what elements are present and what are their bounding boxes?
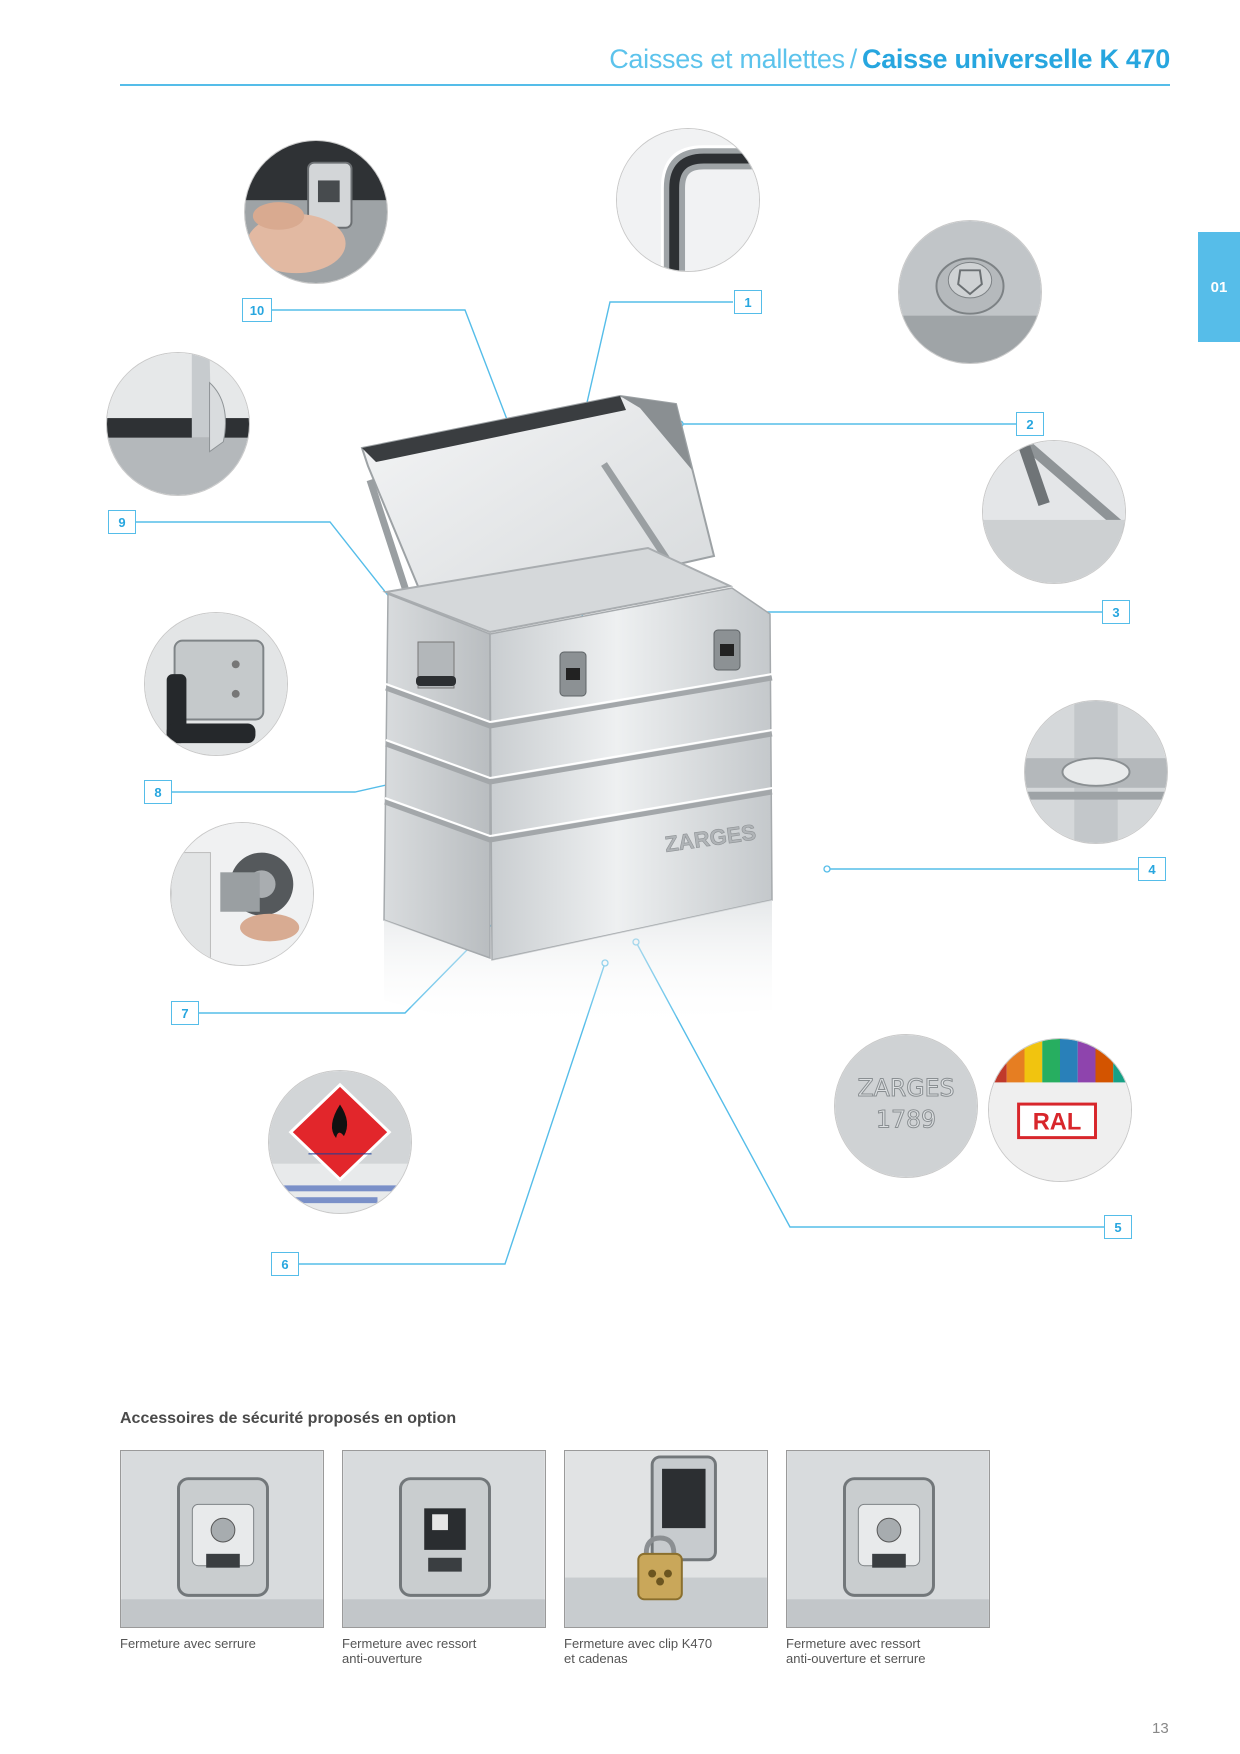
accessory-lock-caption: Fermeture avec serrure	[120, 1636, 256, 1651]
header-product: Caisse universelle K 470	[862, 44, 1170, 74]
callout-7-number: 7	[181, 1005, 189, 1021]
accessory-clip-padlock-photo	[564, 1450, 768, 1628]
accessory-spring-lock: Fermeture avec ressort anti-ouverture et…	[786, 1450, 990, 1666]
callout-1-number: 1	[744, 294, 752, 310]
callout-4-number: 4	[1148, 861, 1156, 877]
detail-stacking-rib	[1024, 700, 1168, 844]
callout-4: 4	[1138, 857, 1166, 881]
callout-9-number: 9	[118, 514, 126, 530]
detail-wheel	[170, 822, 314, 966]
accessory-spring-lock-photo	[786, 1450, 990, 1628]
callout-5: 5	[1104, 1215, 1132, 1239]
callout-8-number: 8	[154, 784, 162, 800]
accessory-spring-latch: Fermeture avec ressort anti-ouverture	[342, 1450, 546, 1666]
header-rule	[120, 84, 1170, 86]
callout-6-number: 6	[281, 1256, 289, 1272]
accessory-clip-padlock-caption: Fermeture avec clip K470 et cadenas	[564, 1636, 713, 1666]
ral-label: RAL	[1033, 1110, 1082, 1136]
detail-lid-seal	[616, 128, 760, 272]
detail-ral-colors: RAL	[988, 1038, 1132, 1182]
product-photo: ZARGES	[340, 390, 900, 1030]
callout-2: 2	[1016, 412, 1044, 436]
callout-1: 1	[734, 290, 762, 314]
accessory-lock-photo	[120, 1450, 324, 1628]
header-title: Caisses et mallettes/Caisse universelle …	[609, 44, 1170, 75]
header-category: Caisses et mallettes	[609, 44, 845, 74]
chapter-tab: 01	[1198, 232, 1240, 342]
page-number: 13	[1152, 1720, 1169, 1737]
stamp-line-2: 1789	[876, 1106, 936, 1134]
detail-latch	[244, 140, 388, 284]
accessory-spring-latch-photo	[342, 1450, 546, 1628]
detail-handle	[144, 612, 288, 756]
detail-hazard-label	[268, 1070, 412, 1214]
stamp-line-1: ZARGES	[857, 1074, 954, 1102]
callout-7: 7	[171, 1001, 199, 1025]
detail-embossed-rivet	[898, 220, 1042, 364]
callout-10: 10	[242, 298, 272, 322]
accessory-lock: Fermeture avec serrure	[120, 1450, 324, 1651]
callout-3-number: 3	[1112, 604, 1120, 620]
accessory-spring-latch-caption: Fermeture avec ressort anti-ouverture	[342, 1636, 477, 1666]
detail-stay-strap	[982, 440, 1126, 584]
callout-5-number: 5	[1114, 1219, 1122, 1235]
callout-9: 9	[108, 510, 136, 534]
callout-8: 8	[144, 780, 172, 804]
callout-6: 6	[271, 1252, 299, 1276]
accessory-clip-padlock: Fermeture avec clip K470 et cadenas	[564, 1450, 768, 1666]
callout-10-number: 10	[249, 302, 265, 318]
callout-3: 3	[1102, 600, 1130, 624]
chapter-tab-label: 01	[1210, 278, 1228, 296]
accessories-heading: Accessoires de sécurité proposés en opti…	[120, 1410, 457, 1427]
callout-2-number: 2	[1026, 416, 1034, 432]
detail-embossed-stamp: ZARGES 1789	[834, 1034, 978, 1178]
page-header: Caisses et mallettes/Caisse universelle …	[120, 40, 1170, 88]
detail-corner	[106, 352, 250, 496]
header-separator: /	[849, 44, 858, 74]
accessory-spring-lock-caption: Fermeture avec ressort anti-ouverture et…	[786, 1636, 926, 1666]
